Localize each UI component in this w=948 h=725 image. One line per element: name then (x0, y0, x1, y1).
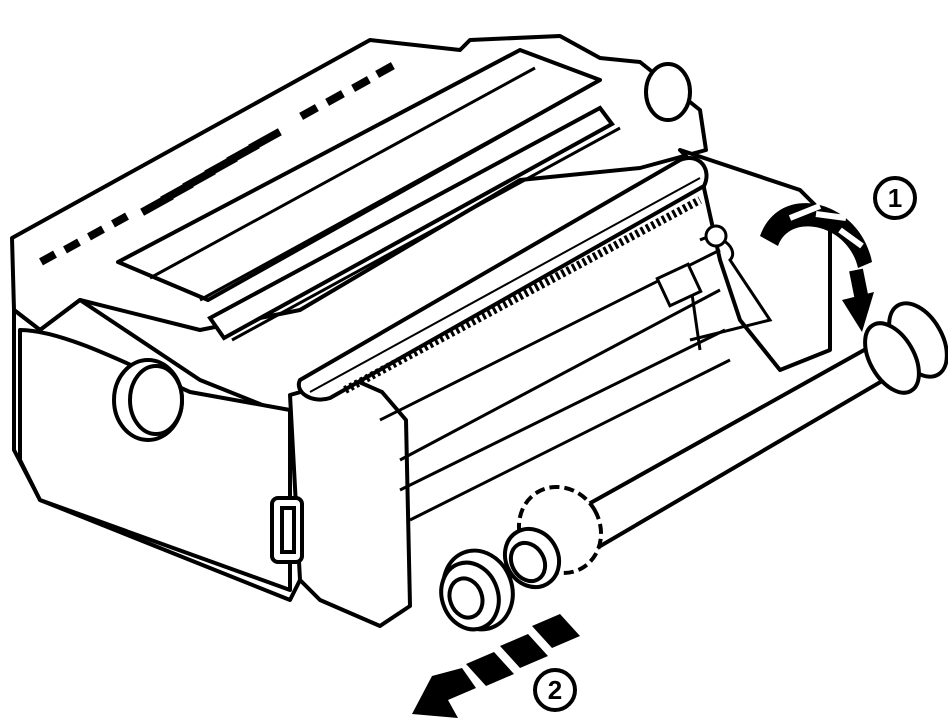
step-2-number: 2 (548, 675, 562, 705)
platen-shaft (502, 301, 948, 590)
platen-roller (296, 156, 709, 402)
top-cover (116, 48, 602, 302)
step-1-badge: 1 (873, 176, 917, 220)
removed-bushing (439, 548, 515, 632)
step-1-number: 1 (888, 183, 902, 213)
interface-connector (270, 496, 304, 564)
left-platen-knob (112, 358, 184, 442)
rotate-arrow-icon (760, 203, 874, 332)
step-2-badge: 2 (533, 668, 577, 712)
right-platen-knob (644, 62, 692, 122)
control-slots (39, 62, 395, 266)
paper-guide-bar (207, 105, 621, 342)
carriage-area (379, 224, 773, 522)
slide-arrow-icon (412, 614, 580, 718)
